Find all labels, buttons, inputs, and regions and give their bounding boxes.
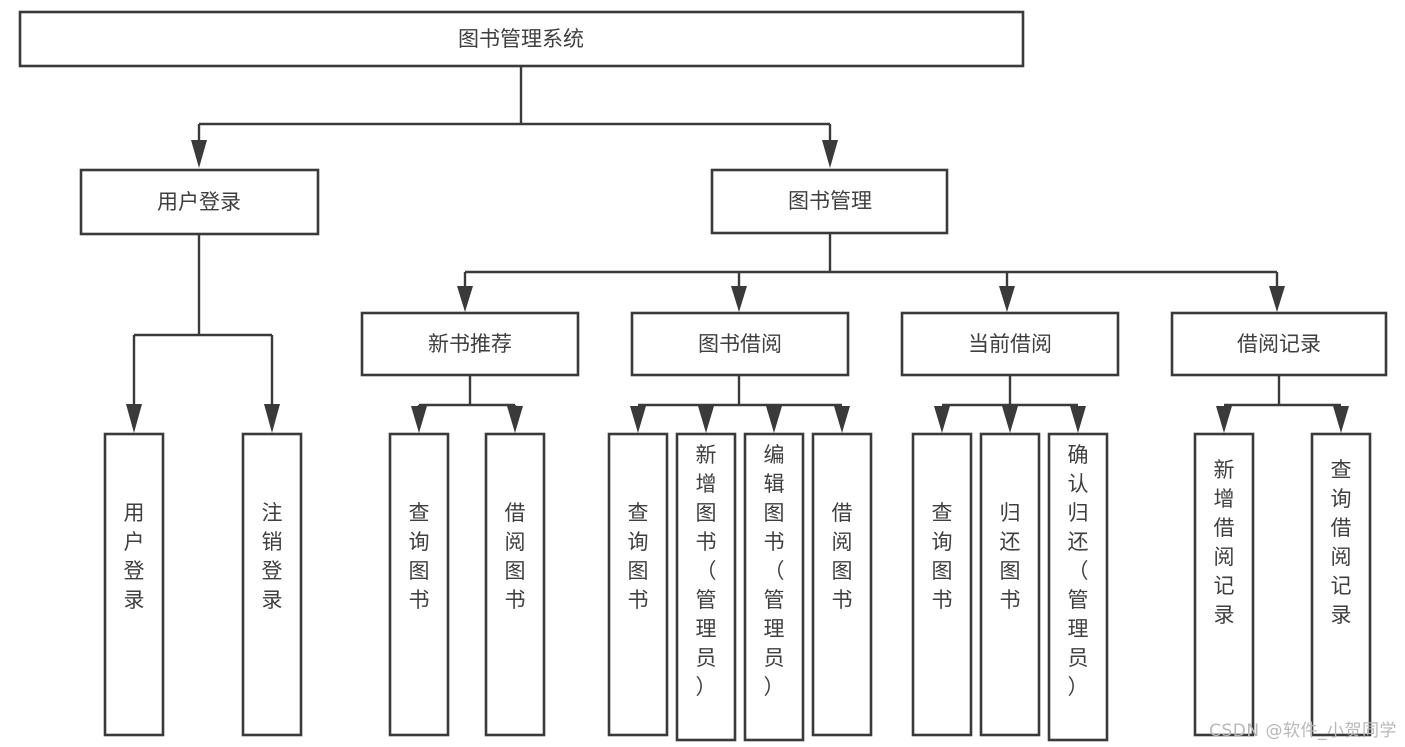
arrowhead-borrow-record (1269, 286, 1285, 312)
node-book-borrow-box[interactable] (630, 311, 850, 377)
leaf-query-borrow-record-label: 查询借阅记录 (1331, 458, 1352, 627)
leaf-add-book-admin-label: 新增图书（管理员） (696, 443, 717, 699)
arrowhead-leaf-borrow-book-b (834, 406, 850, 433)
leaf-edit-book-admin[interactable]: 编辑图书（管理员） (743, 432, 805, 742)
leaf-add-borrow-record-box[interactable] (1193, 432, 1255, 737)
arrowhead-leaf-query-book-c (934, 406, 950, 433)
arrowhead-book-borrow (731, 286, 747, 312)
node-root-box[interactable] (18, 10, 1025, 68)
node-root-label: 图书管理系统 (458, 27, 584, 51)
leaf-logout-label: 注销登录 (262, 501, 283, 612)
leaf-borrow-book-borrow[interactable]: 借阅图书 (811, 432, 873, 737)
leaf-confirm-return-admin-box[interactable] (1047, 432, 1109, 742)
leaf-return-book-box[interactable] (979, 432, 1041, 737)
node-new-book-recommend[interactable]: 新书推荐 (360, 311, 580, 377)
arrowhead-leaf-logout (264, 404, 280, 433)
arrowhead-current-borrow (999, 286, 1015, 312)
leaf-user-login[interactable]: 用户登录 (103, 432, 165, 737)
leaf-query-book-new[interactable]: 查询图书 (388, 432, 450, 737)
node-current-borrow-label: 当前借阅 (968, 332, 1052, 356)
arrowhead-leaf-user-login (126, 404, 142, 433)
leaf-edit-book-admin-label: 编辑图书（管理员） (764, 443, 785, 699)
connector-group-root (191, 66, 838, 168)
leaf-query-borrow-record[interactable]: 查询借阅记录 (1310, 432, 1372, 737)
leaf-query-borrow-record-box[interactable] (1310, 432, 1372, 737)
node-user-login[interactable]: 用户登录 (79, 168, 320, 236)
connector-group-book-mgmt (457, 233, 1285, 312)
node-book-borrow[interactable]: 图书借阅 (630, 311, 850, 377)
leaf-user-login-label: 用户登录 (124, 501, 145, 612)
leaf-borrow-book-new[interactable]: 借阅图书 (484, 432, 546, 737)
leaf-query-book-borrow-box[interactable] (607, 432, 669, 737)
node-root-book-management-system[interactable]: 图书管理系统 (18, 10, 1025, 68)
arrowhead-leaf-edit-book (766, 406, 782, 433)
connector-group-borrow-record (1216, 375, 1349, 433)
leaf-query-book-new-box[interactable] (388, 432, 450, 737)
arrowhead-leaf-query-book-a (411, 406, 427, 433)
node-current-borrow-box[interactable] (900, 311, 1120, 377)
arrowhead-leaf-confirm-return (1070, 406, 1086, 433)
arrowhead-user-login (191, 140, 207, 168)
leaf-add-borrow-record-label: 新增借阅记录 (1214, 458, 1235, 627)
node-book-borrow-label: 图书借阅 (698, 332, 782, 356)
arrowhead-leaf-return-book (1002, 406, 1018, 433)
leaf-add-book-admin-box[interactable] (675, 432, 737, 742)
leaf-query-book-new-label: 查询图书 (409, 501, 430, 612)
node-new-book-recommend-label: 新书推荐 (428, 332, 512, 356)
node-borrow-record[interactable]: 借阅记录 (1170, 311, 1388, 377)
node-book-management-label: 图书管理 (788, 189, 872, 213)
leaf-confirm-return-admin-label: 确认归还（管理员） (1068, 443, 1089, 699)
arrowhead-new-book-recommend (457, 286, 473, 312)
leaf-logout-box[interactable] (241, 432, 303, 737)
connector-group-new-book-recommend (411, 375, 523, 433)
leaf-query-book-current-box[interactable] (911, 432, 973, 737)
node-book-management-box[interactable] (710, 168, 949, 235)
arrowhead-book-mgmt (822, 140, 838, 168)
arrowhead-leaf-query-book-b (630, 406, 646, 433)
leaf-logout[interactable]: 注销登录 (241, 432, 303, 737)
leaf-borrow-book-borrow-label: 借阅图书 (832, 501, 853, 612)
node-user-login-label: 用户登录 (157, 190, 241, 214)
node-user-login-box[interactable] (79, 168, 320, 236)
connector-group-user-login (126, 234, 280, 433)
leaf-confirm-return-admin[interactable]: 确认归还（管理员） (1047, 432, 1109, 742)
node-new-book-recommend-box[interactable] (360, 311, 580, 377)
csdn-watermark: CSDN @软件_小贺同学 (1209, 721, 1397, 741)
leaf-borrow-book-borrow-box[interactable] (811, 432, 873, 737)
leaf-return-book[interactable]: 归还图书 (979, 432, 1041, 737)
node-current-borrow[interactable]: 当前借阅 (900, 311, 1120, 377)
arrowhead-leaf-add-book (698, 406, 714, 433)
leaf-edit-book-admin-box[interactable] (743, 432, 805, 742)
node-borrow-record-label: 借阅记录 (1237, 332, 1321, 356)
leaf-return-book-label: 归还图书 (1000, 501, 1021, 612)
leaf-query-book-borrow[interactable]: 查询图书 (607, 432, 669, 737)
leaf-query-book-current[interactable]: 查询图书 (911, 432, 973, 737)
leaf-query-book-borrow-label: 查询图书 (628, 501, 649, 612)
node-borrow-record-box[interactable] (1170, 311, 1388, 377)
arrowhead-leaf-query-record (1333, 406, 1349, 433)
connector-group-current-borrow (934, 375, 1086, 433)
node-book-management[interactable]: 图书管理 (710, 168, 949, 235)
leaf-add-book-admin[interactable]: 新增图书（管理员） (675, 432, 737, 742)
leaf-add-borrow-record[interactable]: 新增借阅记录 (1193, 432, 1255, 737)
leaf-query-book-current-label: 查询图书 (932, 501, 953, 612)
arrowhead-leaf-add-record (1216, 406, 1232, 433)
leaf-borrow-book-new-label: 借阅图书 (505, 501, 526, 612)
leaf-borrow-book-new-box[interactable] (484, 432, 546, 737)
arrowhead-leaf-borrow-book-a (507, 406, 523, 433)
leaf-user-login-box[interactable] (103, 432, 165, 737)
connector-group-book-borrow (630, 375, 850, 433)
